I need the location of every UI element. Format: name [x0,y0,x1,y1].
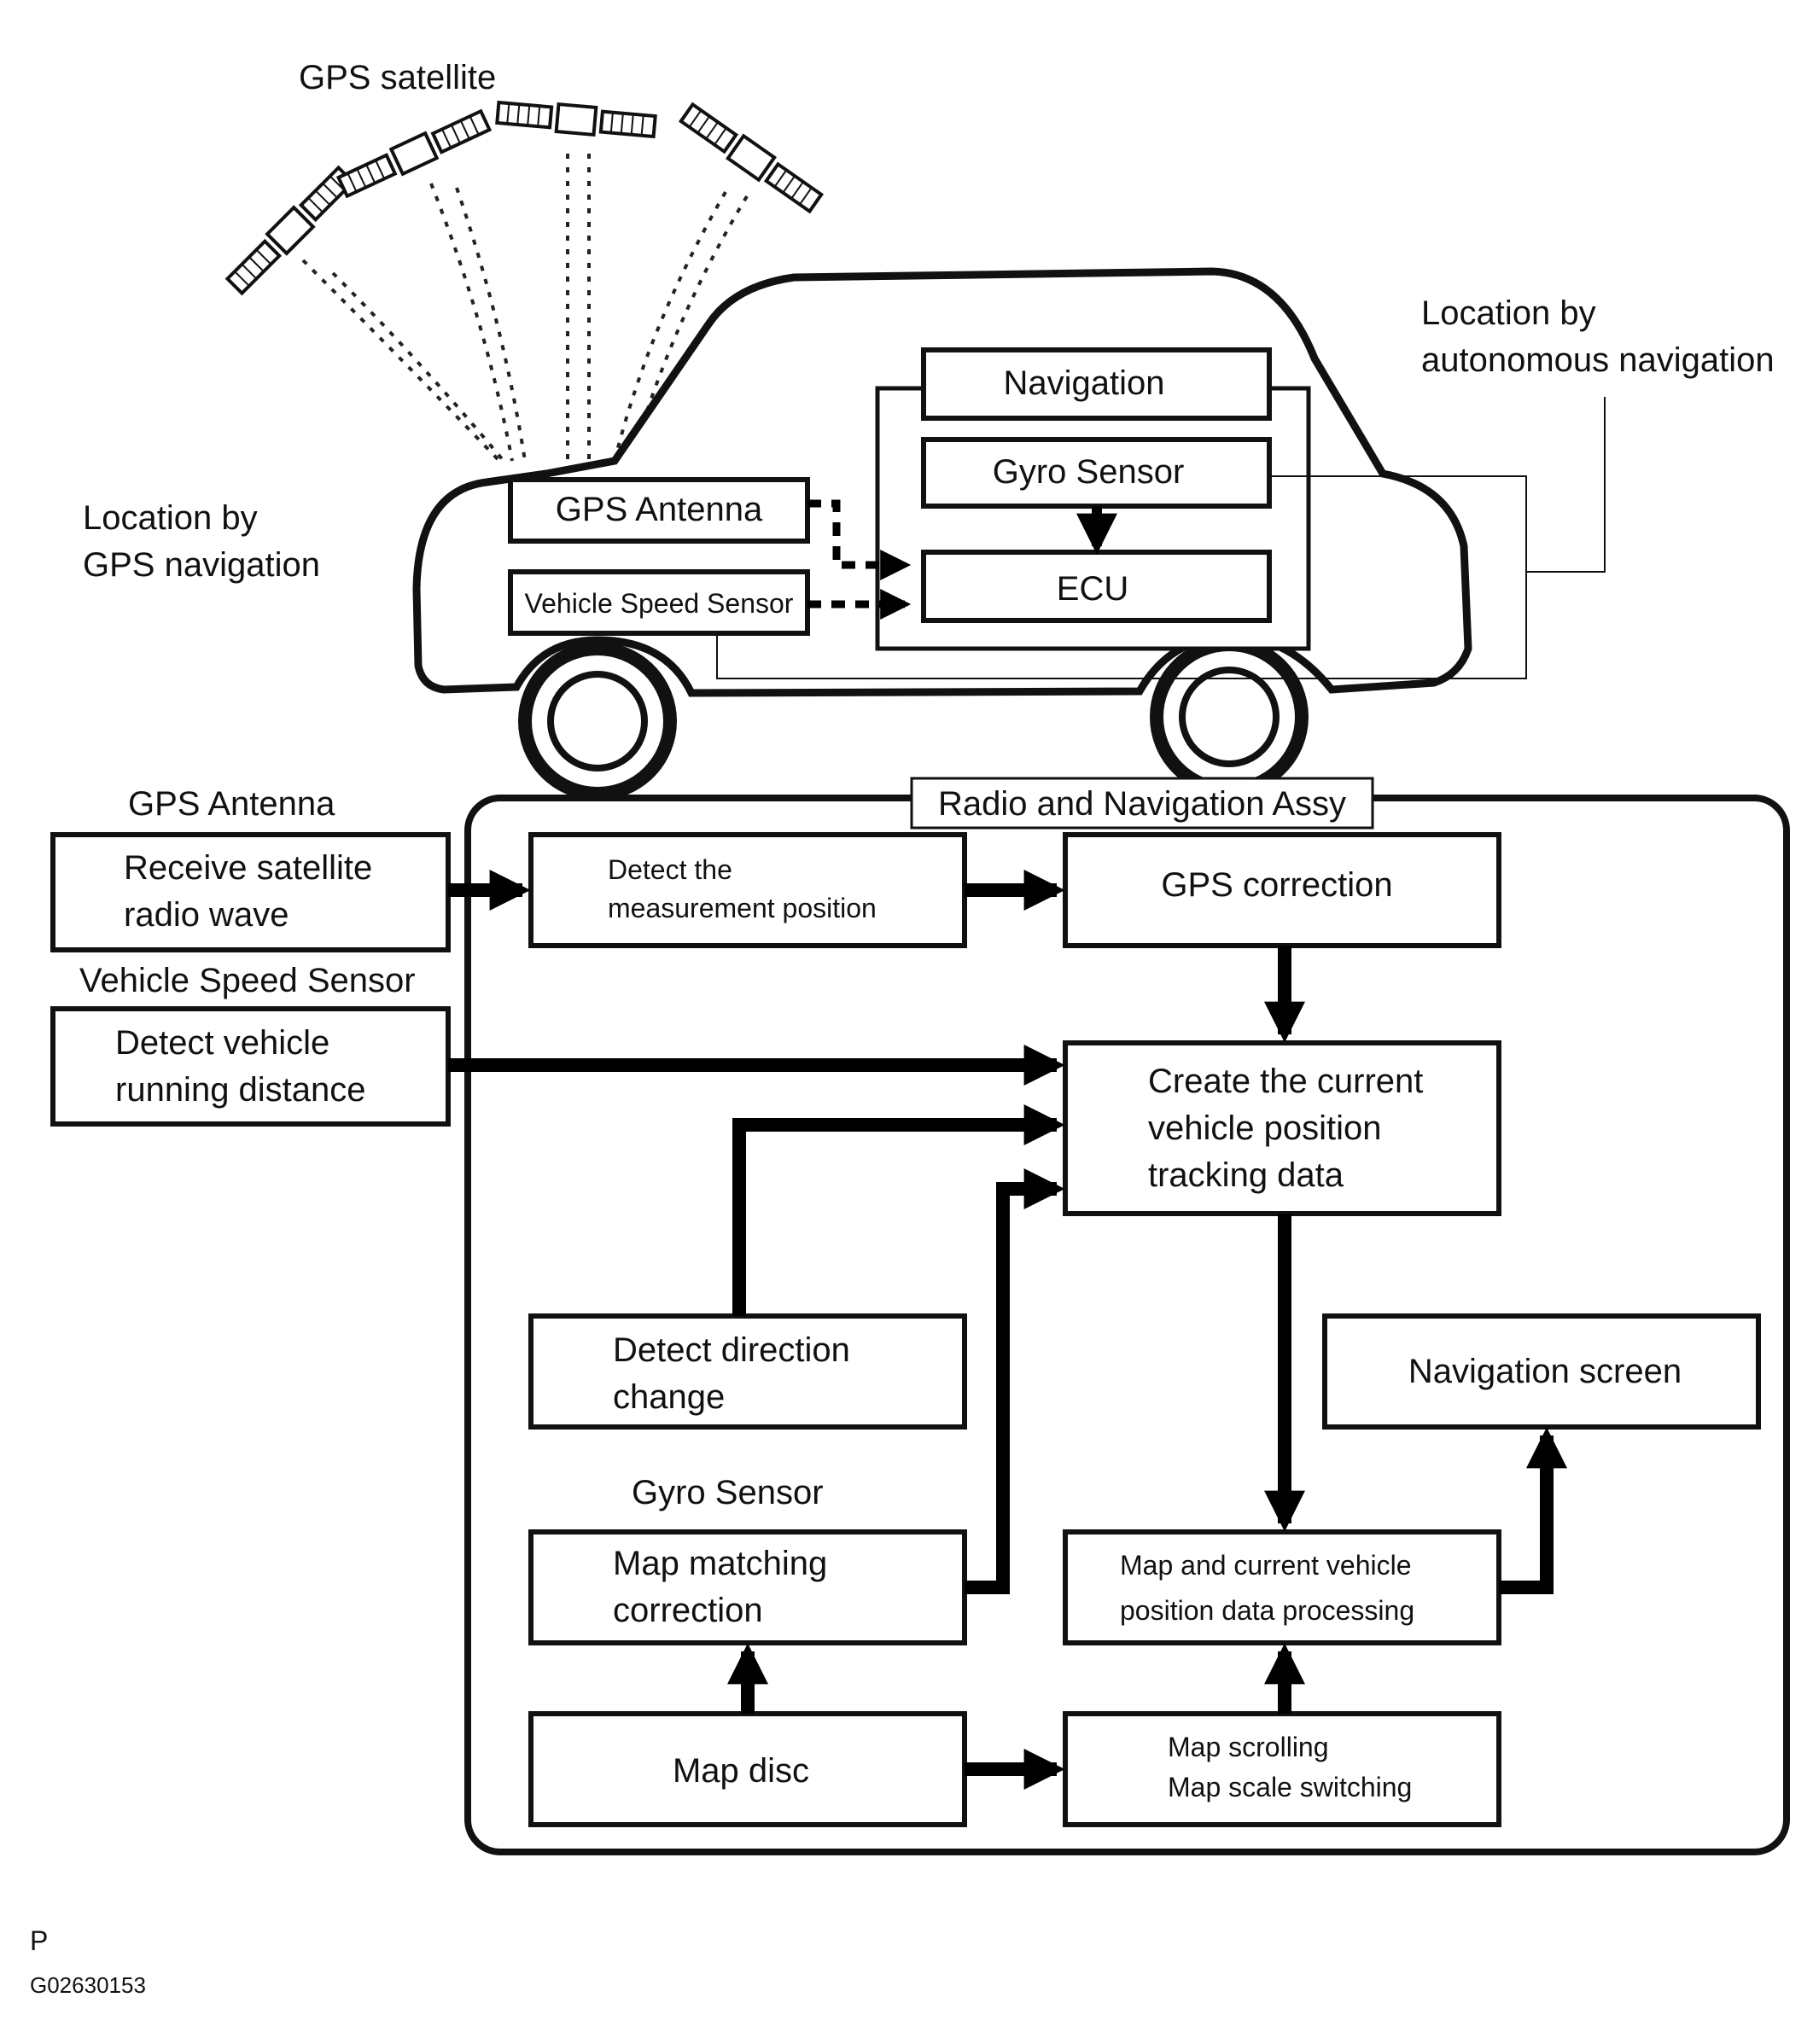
create-tracking-line-2: vehicle position [1148,1109,1382,1147]
satellite-icon [495,100,657,139]
receive-satellite-box [50,832,451,952]
front-wheel-icon [518,642,677,801]
gyro-sensor-label: Gyro Sensor [993,453,1185,491]
map-processing-box [1063,1529,1501,1645]
detect-direction-line-2: change [613,1378,725,1416]
map-disc-box [528,1711,967,1827]
location-gps-label-2: GPS navigation [83,546,320,584]
navigation-box [921,347,1272,421]
satellite-icon [335,108,493,199]
detect-running-line-2: running distance [115,1071,366,1109]
gps-antenna-box [508,477,810,544]
location-gps-label-1: Location by [83,499,258,537]
processing-to-screen-arrow [1499,1427,1567,1594]
ecu-label: ECU [1057,570,1128,608]
detect-direction-box [528,1313,967,1430]
detect-measurement-line-2: measurement position [608,893,877,923]
map-scrolling-line-1: Map scrolling [1168,1732,1329,1762]
location-autonomous-label-2: autonomous navigation [1421,341,1775,379]
gyro-sensor-flow-label: Gyro Sensor [632,1474,824,1511]
location-autonomous-label-1: Location by [1421,294,1596,332]
navigation-screen-box [1322,1313,1761,1430]
assy-title-box [910,777,1374,830]
radio-waves [301,154,749,463]
gps-antenna-flow-label: GPS Antenna [128,785,335,823]
navigation-screen-label: Navigation screen [1408,1353,1682,1390]
map-processing-line-2: position data processing [1120,1595,1414,1626]
assy-title: Radio and Navigation Assy [938,785,1346,823]
create-tracking-line-1: Create the current [1148,1063,1423,1100]
detect-measurement-box [528,832,967,948]
gps-satellite-label: GPS satellite [299,59,496,96]
create-tracking-line-3: tracking data [1148,1156,1344,1194]
receive-satellite-line-2: radio wave [124,896,289,934]
vehicle-speed-flow-label: Vehicle Speed Sensor [79,962,416,999]
vehicle-speed-sensor-label: Vehicle Speed Sensor [525,588,794,619]
detect-direction-line-1: Detect direction [613,1331,850,1369]
detect-running-line-1: Detect vehicle [115,1024,329,1062]
map-processing-line-1: Map and current vehicle [1120,1550,1412,1581]
direction-to-tracking-arrow [732,1104,1065,1316]
gps-antenna-label: GPS Antenna [556,491,763,528]
navigation-label: Navigation [1003,364,1164,402]
autonomous-leader-line [1526,397,1606,573]
satellite-icon [678,102,825,214]
rear-wheel-icon [1150,638,1309,796]
map-matching-box [528,1529,967,1645]
map-matching-to-tracking-arrow [965,1168,1065,1594]
vehicle-speed-sensor-box [508,569,810,636]
antenna-to-ecu-dashed-arrow [807,499,912,580]
autonomous-bracket [716,475,1527,679]
receive-satellite-line-1: Receive satellite [124,849,372,887]
map-matching-line-2: correction [613,1592,763,1629]
footer-code: G02630153 [30,1972,146,1998]
map-scrolling-line-2: Map scale switching [1168,1772,1412,1802]
map-scrolling-box [1063,1711,1501,1827]
gps-correction-label: GPS correction [1161,866,1392,904]
map-disc-label: Map disc [673,1752,809,1790]
gyro-sensor-box [921,437,1272,509]
map-matching-line-1: Map matching [613,1545,827,1582]
footer-p: P [30,1925,48,1956]
detect-measurement-line-1: Detect the [608,854,732,885]
